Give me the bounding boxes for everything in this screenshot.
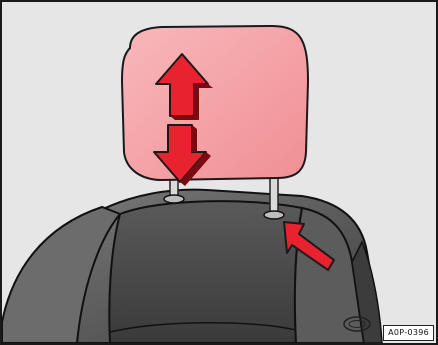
headrest-adjustment-illustration [2, 2, 436, 343]
release-button [264, 211, 284, 219]
left-post-guide [164, 195, 184, 203]
headrest-cushion [122, 26, 308, 180]
figure-code-label: A0P-0396 [383, 325, 434, 341]
